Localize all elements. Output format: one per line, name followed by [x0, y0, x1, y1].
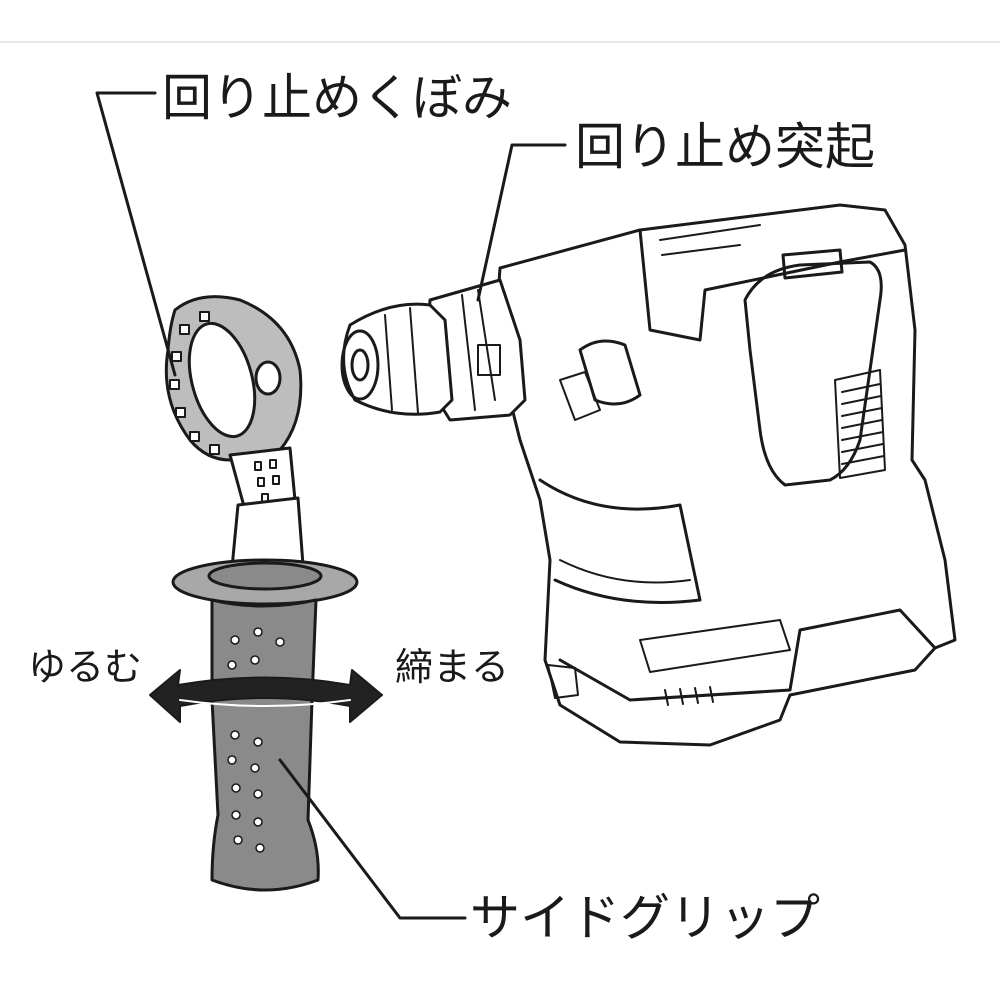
- leader-side-grip: [278, 758, 467, 920]
- label-tighten: 締まる: [395, 645, 510, 689]
- drill-chuck-bore: [350, 348, 370, 382]
- anti-rotation-protrusion-shape: [477, 344, 501, 376]
- drill-battery-ribs: [664, 686, 714, 706]
- drill-selector-base: [559, 371, 601, 421]
- drill-motor-line: [559, 559, 691, 584]
- anti-rotation-recess-teeth: [169, 311, 220, 455]
- hammer-drill-illustration: [340, 203, 957, 747]
- drill-battery-tab: [547, 664, 579, 699]
- drill-handle-opening: [743, 260, 883, 487]
- rotation-arrow-icon: [149, 669, 383, 723]
- label-side-grip: サイドグリップ: [470, 889, 820, 947]
- drill-battery-slot: [639, 619, 791, 673]
- label-loosen: ゆるむ: [28, 645, 143, 689]
- drill-chuck: [342, 302, 454, 416]
- leader-recess: [95, 91, 177, 377]
- drill-chuck-grooves: [384, 307, 419, 414]
- label-anti-rotation-protrusion: 回り止め突起: [575, 118, 875, 176]
- drill-mode-selector: [578, 339, 642, 406]
- leader-protrusion: [476, 143, 567, 302]
- side-grip-bolt-hole: [254, 360, 282, 396]
- side-grip-handle-end: [211, 879, 319, 891]
- label-anti-rotation-recess: 回り止めくぼみ: [162, 69, 512, 127]
- drill-top-housing: [638, 228, 907, 342]
- leader-lines: [95, 91, 567, 920]
- rotation-arrow-highlight: [179, 699, 351, 707]
- side-grip-texture-dots: [227, 627, 285, 853]
- side-grip-guard-hub: [207, 561, 323, 591]
- side-grip-illustration: [149, 295, 383, 892]
- drill-chuck-face: [340, 329, 380, 401]
- drill-motor-band: [538, 478, 702, 604]
- drill-top-window: [781, 248, 844, 280]
- drill-battery-base: [558, 608, 937, 702]
- side-grip-ring-inner: [187, 321, 257, 439]
- drill-vent-grille: [834, 369, 886, 479]
- side-grip-handle: [210, 598, 320, 892]
- drill-top-ribs: [659, 224, 761, 256]
